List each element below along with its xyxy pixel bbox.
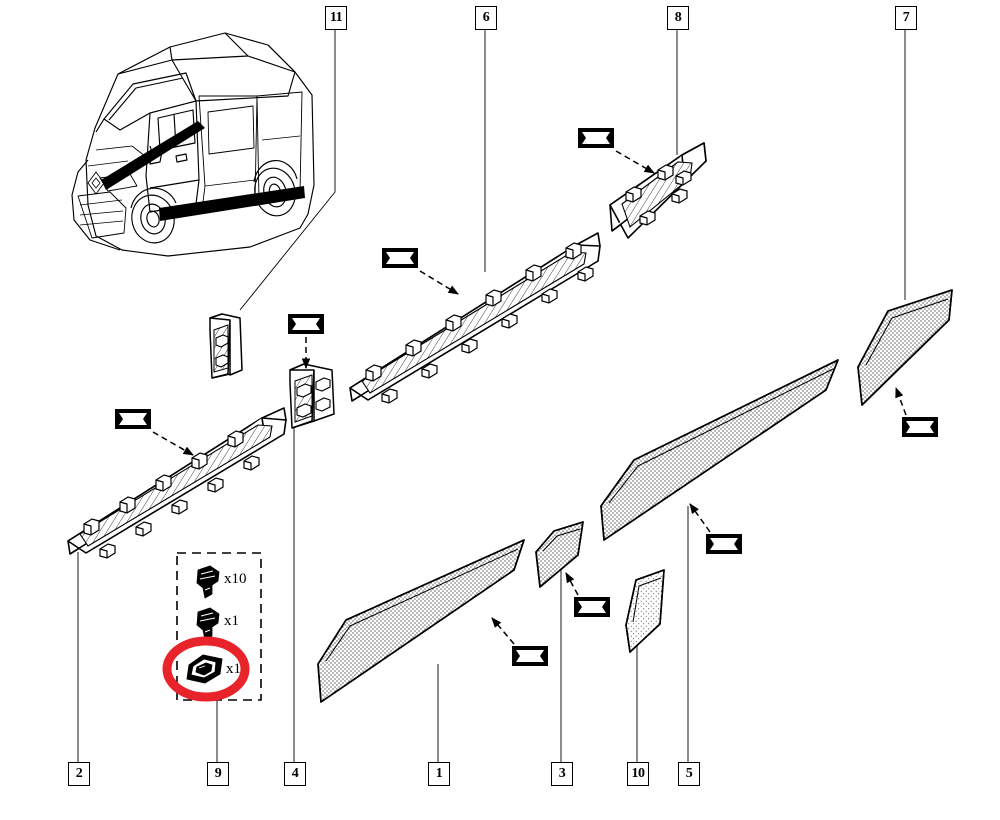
kit-qty-2: x1: [224, 613, 239, 629]
callout-8[interactable]: 8: [667, 6, 689, 30]
callout-6[interactable]: 6: [475, 6, 497, 30]
blank-tag-part-2: [115, 409, 151, 429]
blank-tag-part-1: [512, 646, 548, 666]
push-clip-icon-2: [196, 607, 220, 641]
part-3-short-wedge-moulding: [535, 521, 584, 588]
part-2-face-hatch: [79, 424, 273, 547]
callout-5[interactable]: 5: [678, 762, 700, 786]
kit-qty-3: x1: [226, 661, 241, 677]
callout-10[interactable]: 10: [627, 762, 649, 786]
blank-tag-part-8: [578, 128, 614, 148]
van-illustration: [71, 32, 315, 257]
part-2-clips: [83, 430, 260, 559]
highlight-ellipse: [162, 636, 250, 702]
part-9-fixing-clip-kit: [162, 552, 262, 702]
square-clip-icon-3: [186, 654, 223, 684]
part-11-clips: [215, 334, 229, 368]
callout-2[interactable]: 2: [68, 762, 90, 786]
part-5-long-side-panel-moulding: [600, 359, 839, 541]
leader-lines: [77, 28, 906, 762]
blank-tag-part-6: [382, 248, 418, 268]
part-6-clips: [365, 242, 594, 404]
push-clip-icon-1: [196, 565, 220, 599]
blank-tag-part-4: [288, 314, 324, 334]
blank-tag-part-7: [902, 417, 938, 437]
callout-1[interactable]: 1: [428, 762, 450, 786]
blank-tag-part-5: [706, 534, 742, 554]
callout-3[interactable]: 3: [551, 762, 573, 786]
part-7-rear-quarter-panel-moulding: [857, 289, 953, 406]
kit-qty-1: x10: [224, 571, 247, 587]
part-8-clips: [625, 164, 692, 226]
part-6-face-hatch: [361, 251, 587, 394]
part-10-small-wedge-filler: [625, 569, 665, 653]
part-4-clips: [296, 377, 331, 418]
van-moulding-highlight: [101, 121, 305, 221]
blank-tag-part-3: [574, 597, 610, 617]
callout-9[interactable]: 9: [207, 762, 229, 786]
callout-7[interactable]: 7: [895, 6, 917, 30]
callout-11[interactable]: 11: [325, 6, 347, 30]
part-1-front-lower-moulding-stippled: [317, 539, 525, 703]
callout-4[interactable]: 4: [284, 762, 306, 786]
blank-tags: [115, 128, 938, 666]
